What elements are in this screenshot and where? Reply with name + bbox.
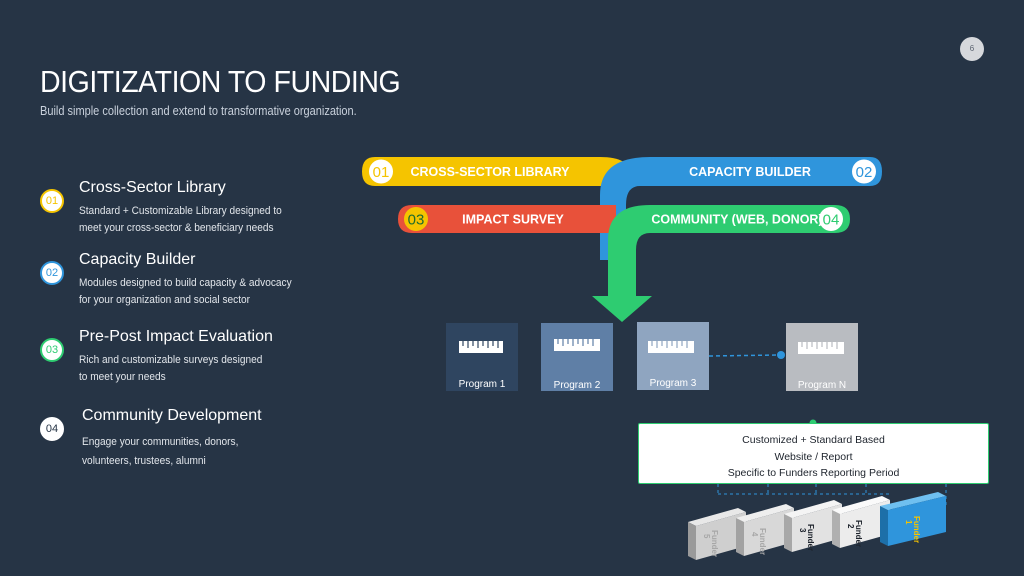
- program-label: Program 3: [650, 378, 697, 389]
- program-3-card: Program 3: [637, 322, 709, 390]
- band-label-impact-survey: IMPACT SURVEY: [462, 213, 564, 227]
- funder-number: 2: [846, 524, 855, 529]
- feature-description-line: volunteers, trustees, alumni: [82, 455, 206, 467]
- funder-1-block: Funder 1: [880, 492, 946, 546]
- program-connector: [708, 354, 781, 357]
- program-label: Program 1: [459, 379, 506, 390]
- feature-description: Modules designed to build capacity & adv…: [79, 275, 292, 309]
- band-number-03: 03: [408, 212, 425, 229]
- page-title: DIGITIZATION TO FUNDING: [40, 64, 401, 99]
- funders-box-line: Customized + Standard Based: [742, 434, 885, 446]
- feature-number-badge: 02: [40, 261, 64, 285]
- page-subtitle: Build simple collection and extend to tr…: [40, 104, 357, 118]
- feature-title: Community Development: [82, 407, 262, 424]
- funders-report-box: Customized + Standard Based Website / Re…: [638, 423, 989, 484]
- feature-description: Standard + Customizable Library designed…: [79, 203, 282, 237]
- band-number-badge-02: [852, 159, 876, 184]
- band-impact-survey: [398, 205, 616, 233]
- program-1-card: Program 1: [446, 323, 518, 391]
- band-capacity-builder: [600, 157, 882, 260]
- band-number-02: 02: [856, 164, 873, 181]
- feature-number-badge: 04: [40, 417, 64, 441]
- feature-description-line: for your organization and social sector: [79, 294, 251, 306]
- band-label-capacity-builder: CAPACITY BUILDER: [689, 165, 811, 179]
- feature-description-line: Standard + Customizable Library designed…: [79, 205, 282, 217]
- band-number-badge-04: [819, 207, 843, 231]
- feature-number-badge: 03: [40, 338, 64, 362]
- band-number-badge-03: [404, 207, 428, 231]
- funder-number: 5: [702, 534, 711, 539]
- funder-2-block: Funder 2: [832, 496, 890, 548]
- feature-title: Capacity Builder: [79, 251, 196, 268]
- feature-number-badge: 01: [40, 189, 64, 213]
- band-number-01: 01: [373, 164, 390, 181]
- connector-dot: [777, 351, 785, 359]
- funder-label: Funder: [806, 524, 815, 551]
- feature-description-line: Rich and customizable surveys designed: [79, 354, 263, 366]
- funder-number: 4: [750, 532, 759, 537]
- page-number: 6: [960, 37, 984, 61]
- funder-5-block: Funder 5: [688, 508, 746, 560]
- funder-label: Funder: [854, 520, 863, 547]
- program-label: Program N: [798, 380, 846, 391]
- band-label-cross-sector-library: CROSS-SECTOR LIBRARY: [410, 165, 570, 179]
- feature-description-line: to meet your needs: [79, 371, 166, 383]
- funders-box-line: Specific to Funders Reporting Period: [727, 467, 900, 479]
- feature-description: Engage your communities, donors, volunte…: [82, 433, 238, 471]
- funder-label: Funder: [758, 528, 767, 555]
- band-number-04: 04: [823, 212, 840, 229]
- feature-description-line: meet your cross-sector & beneficiary nee…: [79, 222, 274, 234]
- feature-description: Rich and customizable surveys designed t…: [79, 352, 262, 386]
- feature-title: Cross-Sector Library: [79, 179, 226, 196]
- program-2-card: Program 2: [541, 323, 613, 391]
- feature-title: Pre-Post Impact Evaluation: [79, 328, 273, 345]
- funder-number: 1: [904, 520, 913, 525]
- funder-3-block: Funder 3: [784, 500, 842, 552]
- feature-description-line: Modules designed to build capacity & adv…: [79, 277, 292, 289]
- band-cross-sector-library: [362, 157, 632, 186]
- band-label-community: COMMUNITY (WEB, DONOR): [651, 213, 822, 227]
- funder-number: 3: [798, 528, 807, 533]
- program-label: Program 2: [554, 380, 601, 391]
- band-number-badge-01: [369, 159, 393, 184]
- feature-description-line: Engage your communities, donors,: [82, 436, 239, 448]
- funders-box-line: Website / Report: [774, 450, 853, 463]
- program-n-card: Program N: [786, 323, 858, 391]
- funder-label: Funder: [912, 516, 921, 543]
- funder-4-block: Funder 4: [736, 504, 794, 556]
- funder-label: Funder: [710, 530, 719, 557]
